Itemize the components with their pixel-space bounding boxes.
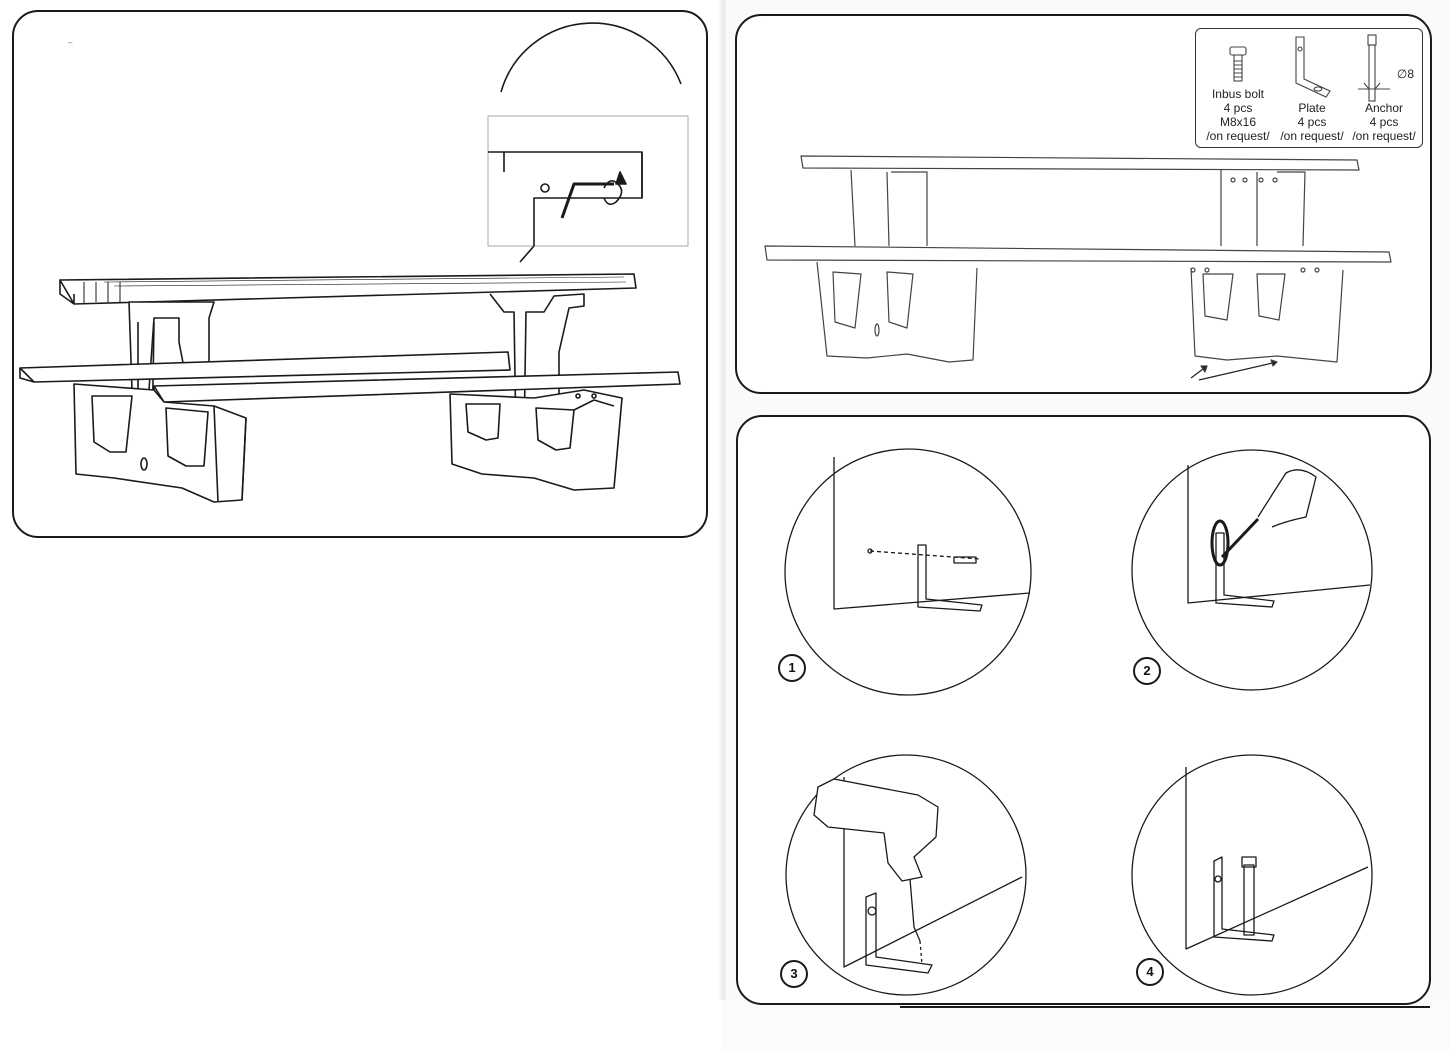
anchoring-steps-panel: 1 2 3 4 [736, 415, 1431, 1005]
step-number-3: 3 [780, 960, 808, 988]
part-anchor: ∅8 Anchor 4 pcs /on request/ [1348, 29, 1420, 147]
steps-illustration [784, 448, 1373, 996]
right-frame [489, 293, 585, 443]
step-number-4: 4 [1136, 958, 1164, 986]
part-qty: 4 pcs [1369, 115, 1399, 129]
benches [19, 351, 681, 403]
step-2-illustration [1131, 449, 1373, 691]
right-base-block [449, 389, 623, 491]
left-legs [816, 169, 978, 363]
step-number-1: 1 [778, 654, 806, 682]
bolt-detail-zoom [487, 22, 689, 263]
part-qty: 4 pcs [1223, 101, 1253, 115]
table-top [59, 273, 637, 305]
part-name: Inbus bolt [1211, 87, 1265, 101]
bottom-rule [900, 1006, 1430, 1008]
anchor-icon [1358, 34, 1390, 102]
part-name: Anchor [1364, 101, 1404, 115]
part-size: M8x16 [1219, 115, 1257, 129]
part-qty: 4 pcs [1297, 115, 1327, 129]
part-note: /on request/ [1206, 129, 1270, 143]
step-1-illustration [784, 448, 1032, 696]
anchor-diameter-label: ∅8 [1396, 67, 1414, 81]
picnic-table-illustration [19, 22, 689, 503]
part-note: /on request/ [1352, 129, 1416, 143]
step-4-illustration [1131, 754, 1373, 996]
right-legs [1190, 170, 1344, 363]
table-assembly-panel: – [12, 10, 708, 538]
left-base-block [73, 383, 247, 503]
part-note: /on request/ [1280, 129, 1344, 143]
part-name: Plate [1298, 101, 1326, 115]
table-side-illustration [764, 155, 1392, 381]
page-gutter [718, 0, 728, 1000]
part-inbus-bolt: Inbus bolt 4 pcs M8x16 /on request/ [1202, 29, 1274, 147]
step-number-2: 2 [1133, 657, 1161, 685]
part-plate: Plate 4 pcs /on request/ [1276, 29, 1348, 147]
corner-mark: – [68, 38, 73, 47]
anchoring-overview-panel: Inbus bolt 4 pcs M8x16 /on request/ Plat… [735, 14, 1432, 394]
bolt-icon [1229, 46, 1247, 82]
step-3-illustration [785, 754, 1027, 996]
parts-legend: Inbus bolt 4 pcs M8x16 /on request/ Plat… [1195, 28, 1423, 148]
plate-icon [1295, 36, 1331, 98]
